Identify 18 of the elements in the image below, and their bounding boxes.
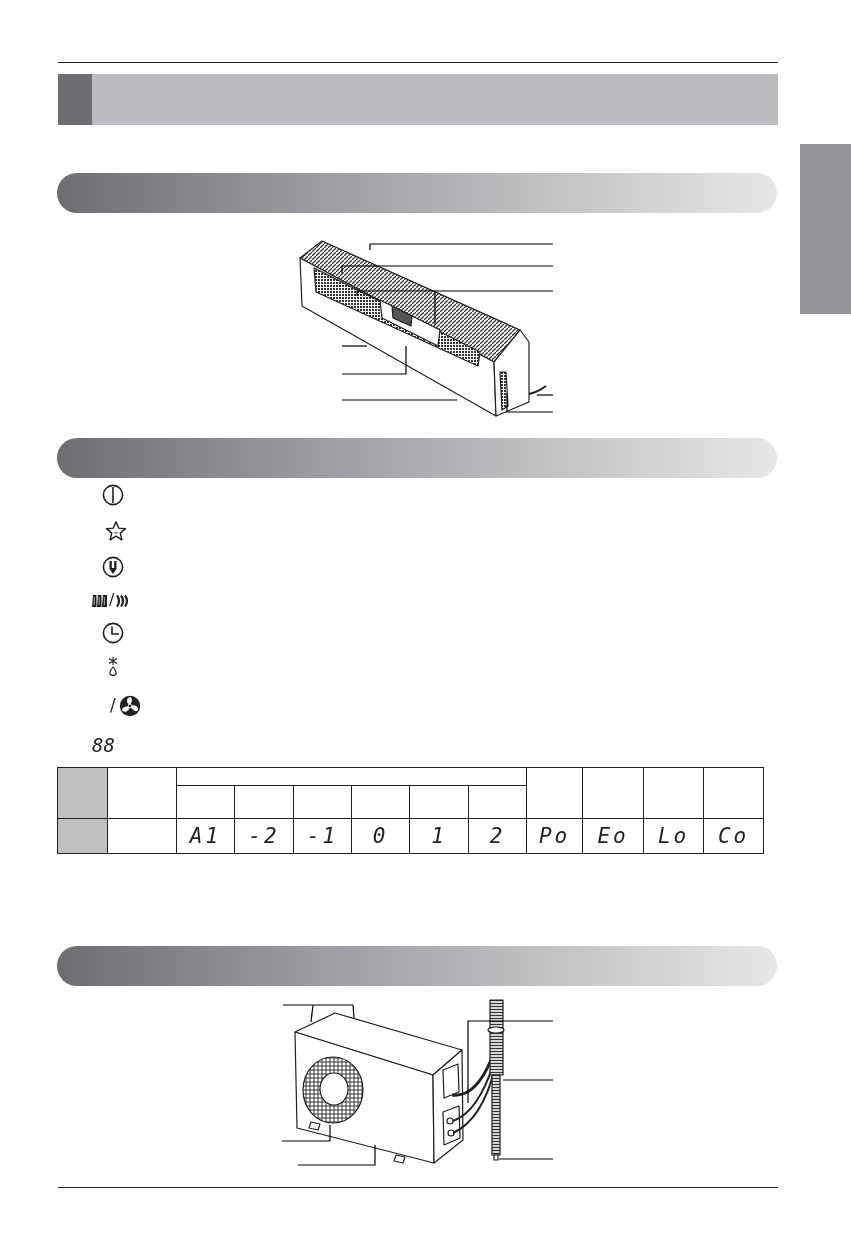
display-code: Eo bbox=[597, 825, 629, 847]
display-code: 1 bbox=[431, 825, 447, 847]
section-header-bar bbox=[57, 438, 777, 478]
section-header-bar bbox=[57, 946, 777, 986]
display-code: 2 bbox=[489, 825, 506, 847]
display-code: -2 bbox=[248, 825, 280, 847]
display-code: Lo bbox=[657, 825, 690, 847]
slash-separator: / bbox=[110, 697, 116, 714]
display-code: 0 bbox=[372, 825, 389, 847]
display-digits: 88 bbox=[92, 736, 115, 755]
display-code: A1 bbox=[189, 825, 222, 847]
section-header-bar bbox=[57, 173, 777, 213]
slash-separator: / bbox=[109, 592, 115, 608]
display-code: Co bbox=[717, 825, 750, 847]
side-tab bbox=[800, 144, 851, 314]
display-code: -1 bbox=[306, 825, 339, 847]
display-code: Po bbox=[538, 825, 571, 847]
title-bar bbox=[58, 74, 778, 125]
